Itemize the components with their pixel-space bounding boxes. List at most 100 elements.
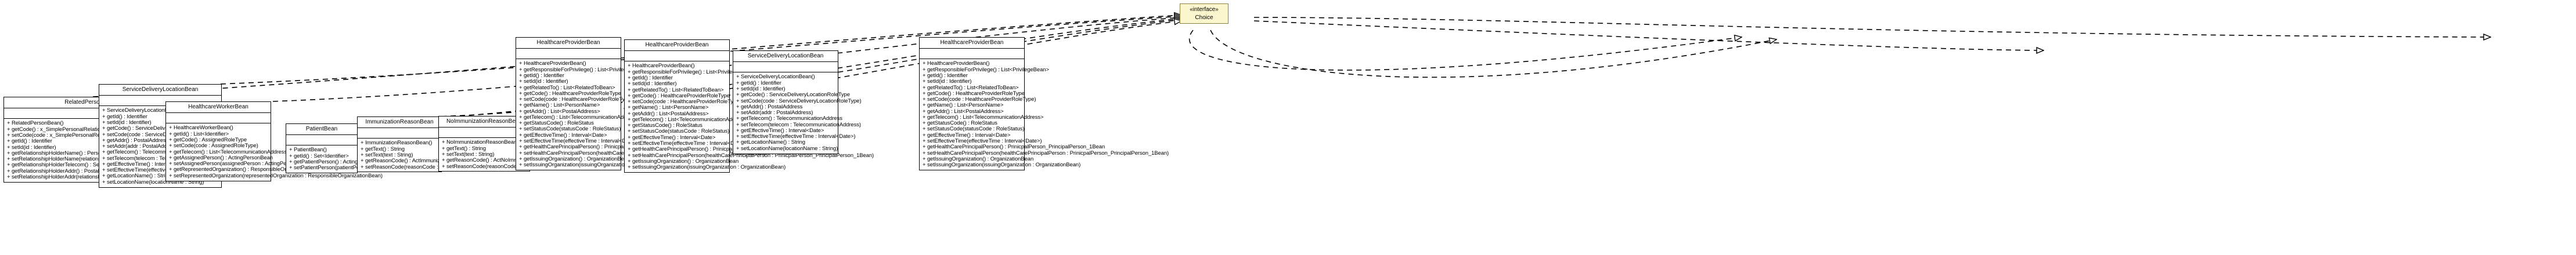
- uml-class-immunizationReasonBean[interactable]: ImmunizationReasonBean + ImmunizationReas…: [357, 116, 500, 173]
- class-operation: + setEffectiveTime(effectiveTime : Inter…: [628, 140, 747, 147]
- class-name: ServiceDeliveryLocationBean: [733, 51, 838, 62]
- class-operation: + getText() : String: [361, 145, 405, 152]
- class-operation: + getReasonCode() : ActNoImmunizationRea…: [442, 157, 559, 164]
- class-operation: + setIssuingOrganization(issuingOrganiza…: [923, 162, 1081, 169]
- class-operation: + HealthcareProviderBean(): [519, 60, 586, 67]
- class-operation: + getRepresentedOrganization() : Respons…: [169, 166, 324, 173]
- class-operation: + setLocationName(locationName : String): [102, 178, 204, 185]
- class-operation: + getTelecom() : TelecommunicationAddres…: [102, 149, 208, 156]
- class-operation: + getStatusCode() : RoleStatus: [628, 122, 702, 129]
- class-operation: + getTelecom() : List<TelecommunicationA…: [519, 114, 640, 121]
- class-operation: + getTelecom() : List<TelecommunicationA…: [628, 116, 749, 123]
- class-attributes: [625, 51, 729, 61]
- class-operation: + setIssuingOrganization(issuingOrganiza…: [519, 162, 678, 169]
- class-operation: + getTelecom() : List<TelecommunicationA…: [169, 148, 290, 155]
- class-attributes: [733, 62, 838, 72]
- interface-stereotype: «interface»: [1190, 6, 1219, 13]
- class-operation: + setEffectiveTime(effectiveTime : Inter…: [736, 133, 856, 140]
- class-operation: + getId() : Set<Identifier>: [289, 152, 349, 159]
- uml-class-healthcareProviderBean1[interactable]: HealthcareProviderBean+ HealthcareProvid…: [516, 37, 765, 171]
- class-operations: + ImmunizationReasonBean()+ getText() : …: [358, 139, 500, 172]
- class-operation: + setEffectiveTime(effectiveTime : Inter…: [923, 138, 1042, 145]
- class-operation: + setId(id : Identifier): [519, 78, 568, 85]
- class-operation: + setStatusCode(statusCode : RoleStatus): [923, 126, 1025, 133]
- class-operation: + getStatusCode() : RoleStatus: [923, 120, 997, 127]
- class-operations: + RelatedPersonBean()+ getCode() : x_Sim…: [4, 119, 177, 182]
- class-operation: + ServiceDeliveryLocationBean(): [736, 74, 815, 81]
- class-operation: + HealthcareWorkerBean(): [169, 125, 233, 132]
- class-operation: + getName() : List<PersonName>: [519, 102, 600, 109]
- class-operation: + getRelatedTo() : List<RelatedToBean>: [923, 84, 1019, 91]
- class-operations: + HealthcareProviderBean()+ getResponsib…: [625, 61, 874, 172]
- class-name: ImmunizationReasonBean: [358, 117, 441, 128]
- class-operation: + setReasonCode(reasonCode : ActImmuniza…: [361, 163, 500, 170]
- class-operation: + getResponsibleForPrivilege() : List<Pr…: [519, 66, 646, 73]
- uml-class-healthcareProviderBean3[interactable]: HealthcareProviderBean+ HealthcareProvid…: [919, 37, 1169, 171]
- class-operation: + setHealthCarePrincipalPerson(healthCar…: [519, 150, 765, 156]
- class-operation: + setId(id : Identifier): [736, 85, 786, 92]
- class-operation: + getId() : List<Identifier>: [169, 130, 229, 137]
- class-operation: + setIssuingOrganization(issuingOrganiza…: [628, 164, 786, 171]
- class-operation: + getReasonCode() : ActImmunizationReaso…: [361, 158, 471, 165]
- class-operation: + setCode(code : ServiceDeliveryLocation…: [736, 97, 862, 104]
- class-operation: + getEffectiveTime() : Interval<Date>: [736, 127, 824, 134]
- class-operation: + getId() : Identifier: [736, 79, 781, 86]
- uml-class-healthcareWorkerBean[interactable]: HealthcareWorkerBean + HealthcareWorkerBe…: [165, 101, 383, 181]
- class-operation: + getId() : Identifier: [102, 113, 147, 120]
- class-operation: + setCode(code : HealthcareProviderRoleT…: [628, 99, 741, 105]
- uml-class-serviceDeliveryLocationBean2[interactable]: ServiceDeliveryLocationBean + ServiceDeli…: [733, 50, 862, 154]
- class-attributes: [4, 108, 177, 119]
- class-operation: + getCode() : x_SimplePersonalRelationsh…: [7, 126, 113, 133]
- class-operation: + NoImmunizationReasonBean(): [442, 139, 521, 146]
- class-operation: + setCode(code : ServiceDeliveryLocation…: [102, 131, 228, 138]
- uml-class-patientBean[interactable]: PatientBean + PatientBean()+ getId() : Se…: [286, 123, 421, 174]
- class-operation: + setCode(code : HealthcareProviderRoleT…: [923, 96, 1036, 103]
- class-attributes: [439, 128, 529, 138]
- class-operation: + getName() : List<PersonName>: [628, 104, 709, 111]
- uml-class-healthcareProviderBean2[interactable]: HealthcareProviderBean+ HealthcareProvid…: [624, 39, 874, 173]
- class-operation: + setPatientPerson(patientPerson : Actin…: [289, 165, 421, 172]
- class-attributes: [99, 96, 221, 106]
- class-operation: + setId(id : Identifier): [102, 119, 152, 126]
- class-operation: + RelatedPersonBean(): [7, 120, 64, 127]
- class-operation: + setText(text : String): [361, 151, 413, 158]
- uml-class-noImmunizationReasonBean[interactable]: NoImmunizationReasonBean + NoImmunization…: [438, 116, 588, 172]
- class-name: PatientBean: [286, 124, 357, 135]
- class-operation: + setCode(code : AssignedRoleType): [169, 143, 258, 150]
- class-operation: + setStatusCode(statusCode : RoleStatus): [519, 126, 621, 133]
- class-operation: + HealthcareProviderBean(): [923, 60, 990, 67]
- class-operation: + setCode(code : HealthcareProviderRoleT…: [519, 96, 633, 103]
- class-operation: + getCode() : HealthcareProviderRoleType: [628, 92, 730, 99]
- interface-choice[interactable]: «interface» Choice: [1180, 3, 1228, 24]
- class-name: NoImmunizationReasonBean: [439, 116, 529, 128]
- class-operation: + getCode() : HealthcareProviderRoleType: [519, 90, 621, 97]
- class-operation: + setHealthCarePrincipalPerson(healthCar…: [923, 150, 1169, 156]
- class-attributes: [166, 113, 271, 123]
- class-operation: + setId(id : Identifier): [7, 144, 56, 151]
- class-operation: + setHealthCarePrincipalPerson(healthCar…: [628, 152, 874, 159]
- class-operations: + HealthcareWorkerBean()+ getId() : List…: [166, 123, 383, 181]
- class-operations: + PatientBean()+ getId() : Set<Identifie…: [286, 145, 421, 173]
- class-operation: + getAssignedPerson() : ActingPersonBean: [169, 154, 273, 161]
- class-operation: + ImmunizationReasonBean(): [361, 140, 433, 147]
- class-operation: + getRelatedTo() : List<RelatedToBean>: [519, 84, 615, 91]
- class-operation: + PatientBean(): [289, 147, 327, 154]
- class-operation: + getAddr() : PostalAddress: [102, 137, 169, 144]
- class-operation: + getTelecom() : TelecommunicationAddres…: [736, 115, 842, 122]
- class-operation: + getCode() : HealthcareProviderRoleType: [923, 90, 1025, 97]
- class-operations: + HealthcareProviderBean()+ getResponsib…: [920, 59, 1169, 170]
- class-operation: + setId(id : Identifier): [923, 78, 972, 85]
- class-operation: + getCode() : ServiceDeliveryLocationRol…: [736, 92, 850, 99]
- class-operation: + getLocationName() : String: [736, 139, 805, 146]
- class-operation: + setLocationName(locationName : String): [736, 145, 838, 152]
- class-operation: + setAddr(addr : PostalAddress): [736, 110, 813, 116]
- class-operations: + ServiceDeliveryLocationBean()+ getId()…: [99, 106, 228, 187]
- class-operation: + getEffectiveTime() : Interval<Date>: [102, 161, 190, 167]
- class-operations: + ServiceDeliveryLocationBean()+ getId()…: [733, 72, 862, 154]
- class-operation: + getId() : Identifier: [628, 74, 673, 81]
- interface-name: Choice: [1195, 14, 1213, 21]
- class-operation: + getCode() : ServiceDeliveryLocationRol…: [102, 125, 216, 132]
- class-operation: + getIssuingOrganization() : Organizatio…: [923, 155, 1034, 162]
- class-name: HealthcareWorkerBean: [166, 102, 271, 113]
